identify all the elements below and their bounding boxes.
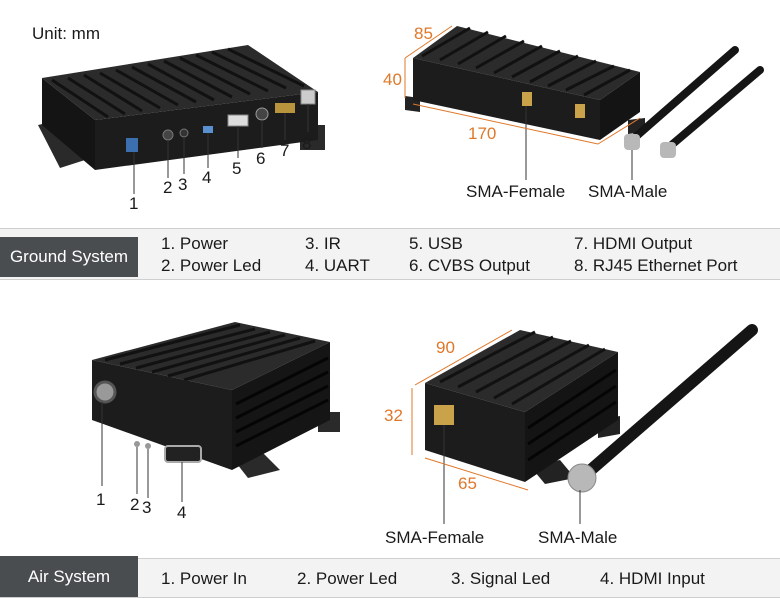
air-legend-item: 1. Power In: [161, 569, 247, 588]
ground-callout-1: 1: [129, 194, 139, 213]
ground-leader-lines: [133, 104, 309, 194]
ground-dim-width: 85: [414, 24, 433, 43]
ground-dim-height: 40: [383, 70, 402, 89]
ground-legend-item: 1. Power: [161, 234, 229, 253]
air-sma-female-label: SMA-Female: [385, 528, 485, 547]
ground-callout-6: 6: [256, 149, 266, 168]
air-system-tag: Air System: [0, 556, 138, 597]
unit-label: Unit: mm: [32, 24, 100, 43]
air-unit-front-view: [92, 322, 340, 478]
ground-legend-item: 5. USB: [409, 234, 463, 253]
ground-dim-length: 170: [468, 124, 497, 143]
ground-legend-item: 7. HDMI Output: [574, 234, 693, 253]
ground-system-tag: Ground System: [0, 237, 138, 277]
ground-callout-2: 2: [163, 178, 173, 197]
air-callout-4: 4: [177, 503, 187, 522]
air-unit-rear-view: [425, 324, 758, 524]
ground-sma-female-label: SMA-Female: [466, 182, 566, 201]
ground-legend-item: 2. Power Led: [161, 256, 262, 275]
ground-unit-front-view: [38, 45, 325, 170]
air-dim-length: 65: [458, 474, 477, 493]
air-dim-width: 90: [436, 338, 455, 357]
air-dimension-lines: [411, 329, 529, 491]
ground-callout-7: 7: [280, 141, 290, 160]
ground-sma-male-label: SMA-Male: [588, 182, 668, 201]
ground-legend-item: 3. IR: [305, 234, 341, 253]
air-legend-item: 4. HDMI Input: [600, 569, 705, 588]
air-dim-height: 32: [384, 406, 403, 425]
ground-callout-5: 5: [232, 159, 242, 178]
ground-legend-item: 4. UART: [305, 256, 370, 275]
ground-legend-item: 8. RJ45 Ethernet Port: [574, 256, 738, 275]
air-callout-2: 2: [130, 495, 140, 514]
ground-callout-3: 3: [178, 175, 188, 194]
ground-dimension-lines: [404, 25, 641, 145]
air-legend-item: 3. Signal Led: [451, 569, 551, 588]
air-legend-item: 2. Power Led: [297, 569, 398, 588]
ground-callout-8: 8: [302, 134, 312, 153]
ground-unit-rear-view: [405, 26, 764, 180]
ground-callout-4: 4: [202, 168, 212, 187]
air-callout-1: 1: [96, 490, 106, 509]
air-leader-lines: [101, 402, 183, 502]
ground-legend-item: 6. CVBS Output: [409, 256, 530, 275]
air-callout-3: 3: [142, 498, 152, 517]
air-sma-male-label: SMA-Male: [538, 528, 618, 547]
